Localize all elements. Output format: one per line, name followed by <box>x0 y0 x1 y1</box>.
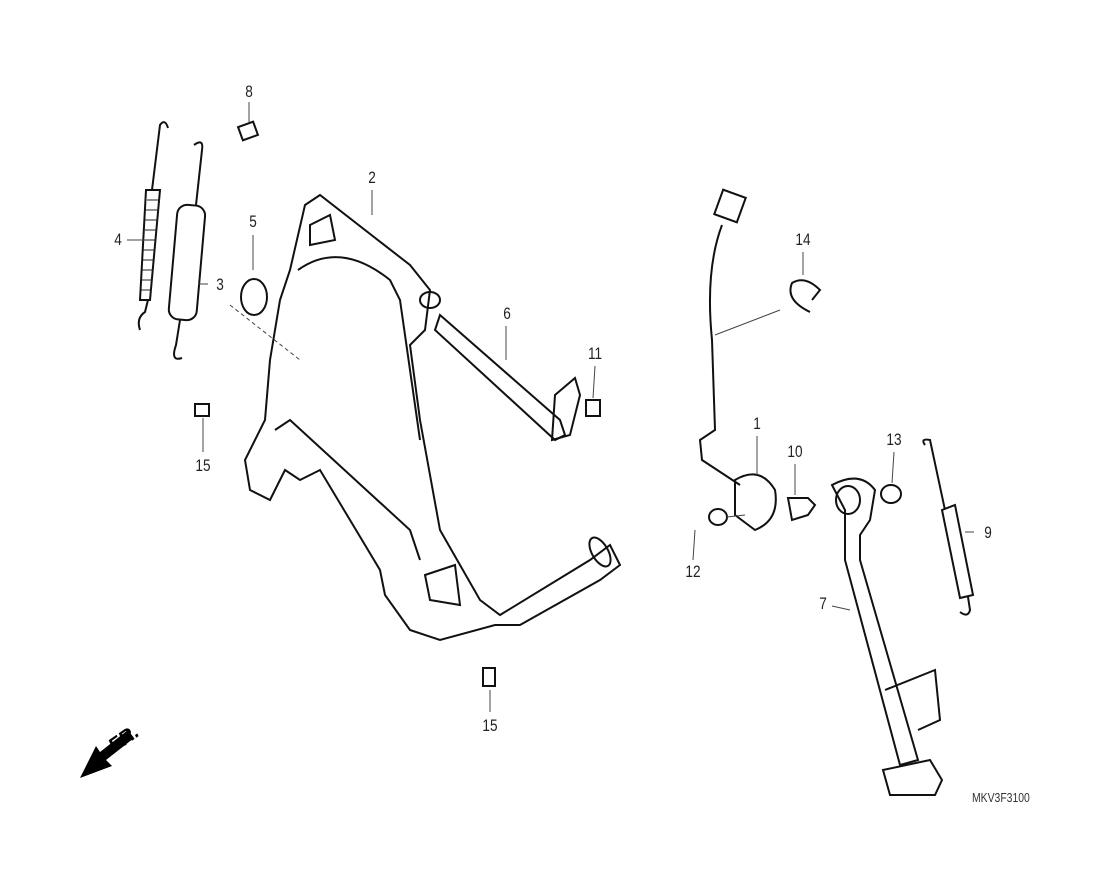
bolt-10 <box>786 464 817 522</box>
side-stand-switch-1 <box>698 188 781 532</box>
callout-5[interactable]: 5 <box>249 212 257 231</box>
main-stand-2 <box>243 190 622 642</box>
spring-3 <box>167 141 207 360</box>
callout-9[interactable]: 9 <box>984 523 992 542</box>
callout-15[interactable]: 15 <box>482 716 498 735</box>
front-arrow-icon <box>80 730 134 778</box>
callout-3[interactable]: 3 <box>216 275 224 294</box>
collar-5 <box>229 235 301 361</box>
clamp-14 <box>789 252 822 313</box>
callout-2[interactable]: 2 <box>368 168 376 187</box>
bolt-8 <box>236 102 260 142</box>
side-stand-7 <box>830 477 944 796</box>
bolt-15-bottom <box>482 667 496 712</box>
bolt-15-left <box>194 403 210 452</box>
pivot-shaft-6 <box>433 313 582 442</box>
callout-1[interactable]: 1 <box>753 414 761 433</box>
callout-12[interactable]: 12 <box>685 562 701 581</box>
callout-13[interactable]: 13 <box>886 430 902 449</box>
spring-4 <box>137 121 169 331</box>
bolt-11 <box>585 365 601 417</box>
callout-10[interactable]: 10 <box>787 442 803 461</box>
callout-15[interactable]: 15 <box>195 456 211 475</box>
callout-8[interactable]: 8 <box>245 82 253 101</box>
callout-4[interactable]: 4 <box>114 230 122 249</box>
callout-11[interactable]: 11 <box>587 344 603 363</box>
diagram-code: MKV3F3100 <box>972 790 1030 805</box>
screw-12 <box>692 508 746 561</box>
callout-7[interactable]: 7 <box>819 594 827 613</box>
nut-13 <box>880 451 902 504</box>
callout-6[interactable]: 6 <box>503 304 511 323</box>
spring-9 <box>922 438 975 616</box>
callout-14[interactable]: 14 <box>795 230 811 249</box>
